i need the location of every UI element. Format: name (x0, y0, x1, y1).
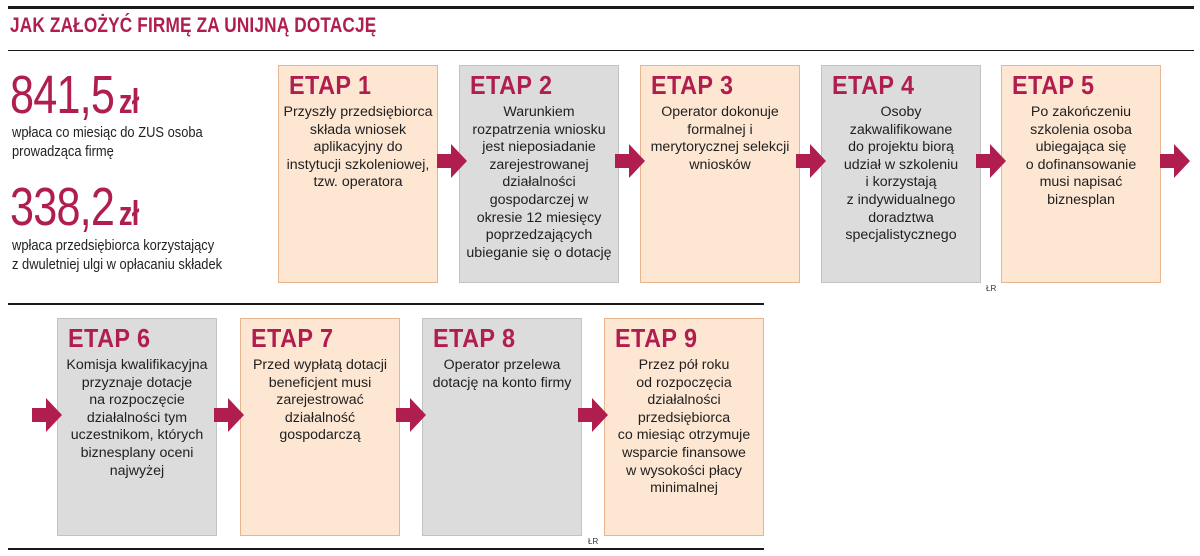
stage-1-label: ETAP 1 (289, 70, 372, 100)
stage-4-label: ETAP 4 (832, 70, 915, 100)
arrow-right-icon (615, 144, 645, 178)
arrow-right-icon (976, 144, 1006, 178)
header-underline (8, 50, 1194, 51)
section-divider (8, 303, 764, 305)
stage-9-box: ETAP 9 Przez pół roku od rozpoczęcia dzi… (604, 318, 764, 536)
stage-2-box: ETAP 2 Warunkiem rozpatrzenia wniosku je… (459, 65, 619, 283)
top-rule (8, 6, 1194, 9)
stage-2-text: Warunkiem rozpatrzenia wniosku jest niep… (466, 104, 612, 261)
stage-9-text: Przez pół roku od rozpoczęcia działalnoś… (617, 357, 751, 497)
arrow-right-icon (578, 398, 608, 432)
stat-description-ulga: wpłaca przedsiębiorca korzystający z dwu… (12, 237, 223, 273)
stage-8-text: Operator przelewa dotację na konto firmy (432, 357, 572, 391)
bottom-rule (8, 548, 764, 550)
stage-5-label: ETAP 5 (1012, 70, 1095, 100)
stage-1-box: ETAP 1 Przyszły przedsiębiorca składa wn… (278, 65, 438, 283)
stat-number: 841,5 (10, 65, 115, 125)
stage-7-box: ETAP 7 Przed wypłatą dotacji beneficjent… (240, 318, 400, 536)
page-title: JAK ZAŁOŻYĆ FIRMĘ ZA UNIJNĄ DOTACJĘ (10, 14, 377, 37)
stage-6-label: ETAP 6 (68, 323, 151, 353)
stat-number: 338,2 (10, 177, 115, 237)
stat-unit: zł (118, 83, 139, 121)
arrow-right-icon (396, 398, 426, 432)
stage-1-text: Przyszły przedsiębiorca składa wniosek a… (283, 104, 433, 191)
stage-4-box: ETAP 4 Osoby zakwalifikowane do projektu… (821, 65, 981, 283)
stage-9-label: ETAP 9 (615, 323, 698, 353)
stat-unit: zł (118, 195, 139, 233)
arrow-right-icon (32, 398, 62, 432)
stage-6-text: Komisja kwalifikacyjna przyznaje dotacje… (66, 357, 208, 479)
stage-5-box: ETAP 5 Po zakończeniu szkolenia osoba ub… (1001, 65, 1161, 283)
stage-7-text: Przed wypłatą dotacji beneficjent musi z… (252, 357, 388, 444)
credit-label: ŁR (986, 284, 997, 293)
arrow-right-icon (437, 144, 467, 178)
arrow-right-icon (1160, 144, 1190, 178)
stat-description-zus: wpłaca co miesiąc do ZUS osoba prowadząc… (12, 124, 203, 160)
stage-3-box: ETAP 3 Operator dokonuje formalnej i mer… (640, 65, 800, 283)
stage-4-text: Osoby zakwalifikowane do projektu biorą … (843, 104, 959, 244)
stage-2-label: ETAP 2 (470, 70, 553, 100)
stage-3-label: ETAP 3 (651, 70, 734, 100)
stage-8-label: ETAP 8 (433, 323, 516, 353)
stage-3-text: Operator dokonuje formalnej i merytorycz… (650, 104, 790, 173)
stage-6-box: ETAP 6 Komisja kwalifikacyjna przyznaje … (57, 318, 217, 536)
stage-8-box: ETAP 8 Operator przelewa dotację na kont… (422, 318, 582, 536)
arrow-right-icon (214, 398, 244, 432)
stage-7-label: ETAP 7 (251, 323, 334, 353)
arrow-right-icon (796, 144, 826, 178)
stage-5-text: Po zakończeniu szkolenia osoba ubiegając… (1025, 104, 1137, 208)
credit-label: ŁR (588, 537, 599, 546)
